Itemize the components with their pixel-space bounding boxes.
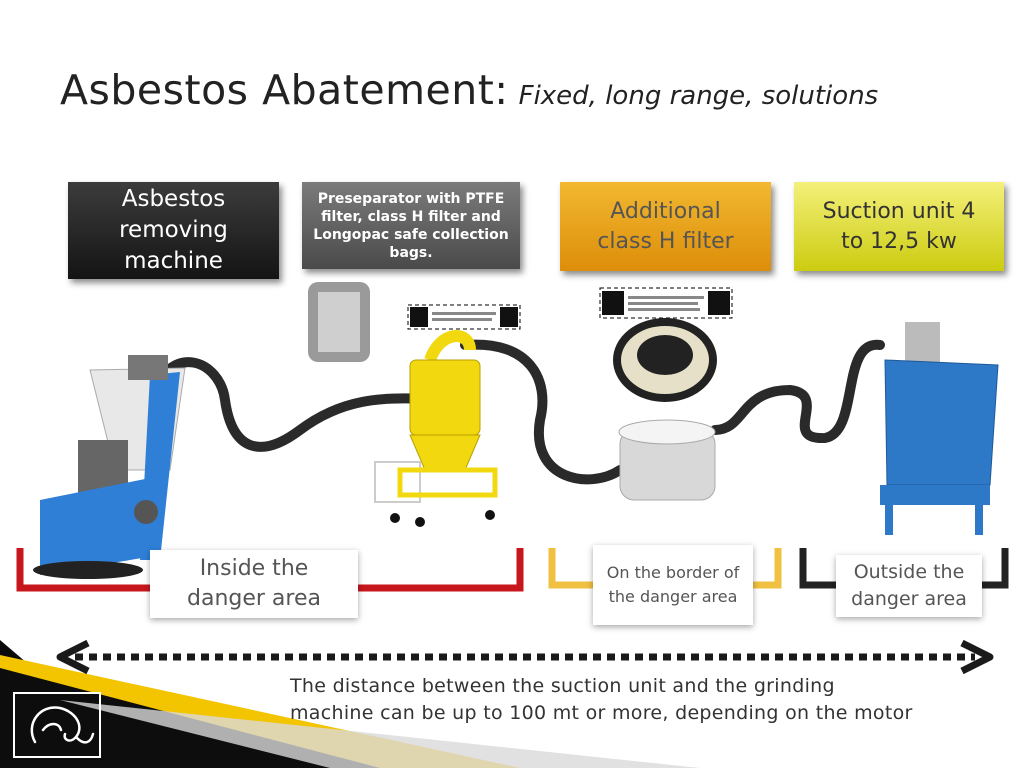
category-machine-label: Asbestos removing machine — [119, 186, 228, 274]
area-outside-text: Outside the danger area — [851, 561, 967, 610]
suction-unit — [880, 322, 999, 535]
grinding-machine — [33, 355, 186, 579]
preseparator-unit — [374, 330, 498, 527]
footnote-line-2: machine can be up to 100 mt or more, dep… — [290, 702, 913, 724]
distance-arrow-icon — [56, 639, 994, 675]
additional-filter-unit — [613, 318, 717, 501]
category-suction-label: Suction unit 4 to 12,5 kw — [822, 198, 976, 254]
suction-hose — [145, 339, 885, 485]
area-inside-label: Inside the danger area — [150, 550, 358, 618]
page-title: Asbestos Abatement: Fixed, long range, so… — [60, 66, 878, 114]
footnote-line-1: The distance between the suction unit an… — [290, 675, 835, 697]
category-preseparator-box: Preseparator with PTFE filter, class H f… — [302, 182, 520, 269]
cylindrical-filter — [308, 282, 370, 362]
title-subtitle: Fixed, long range, solutions — [518, 81, 879, 111]
category-machine-box: Asbestos removing machine — [68, 182, 279, 279]
bottom-band — [0, 640, 700, 768]
hazard-h-label-1 — [407, 304, 521, 330]
area-border-text: On the border of the danger area — [606, 563, 740, 606]
category-filter-box: Additional class H filter — [560, 182, 771, 271]
area-inside-text: Inside the danger area — [187, 556, 321, 611]
area-border-label: On the border of the danger area — [593, 545, 753, 625]
area-outside-label: Outside the danger area — [836, 555, 982, 617]
title-main: Asbestos Abatement: — [60, 66, 509, 114]
hazard-h-label-2 — [599, 287, 733, 319]
category-suction-box: Suction unit 4 to 12,5 kw — [794, 182, 1004, 271]
distance-footnote: The distance between the suction unit an… — [290, 673, 913, 727]
category-filter-label: Additional class H filter — [597, 198, 734, 254]
category-preseparator-label: Preseparator with PTFE filter, class H f… — [313, 190, 509, 261]
elephant-logo-icon — [13, 692, 101, 758]
